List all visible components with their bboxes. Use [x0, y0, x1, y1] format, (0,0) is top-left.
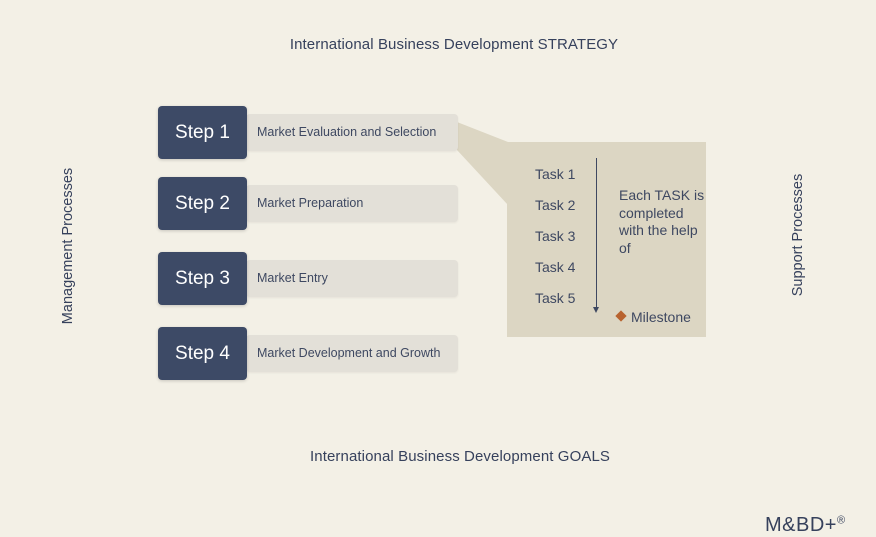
registered-mark: ®	[836, 514, 846, 527]
step-3-button[interactable]: Step 3	[158, 252, 247, 305]
step-3-description: Market Entry	[246, 260, 458, 297]
step-1-button[interactable]: Step 1	[158, 106, 247, 159]
step-2-text: Market Preparation	[257, 196, 364, 210]
task-item: Task 3	[535, 228, 576, 244]
step-row-1[interactable]: Market Evaluation and Selection Step 1	[158, 106, 460, 159]
step-4-button[interactable]: Step 4	[158, 327, 247, 380]
brand-logo: M&BD+®	[765, 514, 846, 537]
task-item: Task 4	[535, 259, 576, 275]
goals-title: International Business Development GOALS	[310, 448, 610, 465]
timeline-arrow-line	[596, 158, 597, 310]
task-description: Each TASK is completed with the help of	[619, 187, 705, 256]
step-3-text: Market Entry	[257, 271, 328, 285]
step-row-4[interactable]: Market Development and Growth Step 4	[158, 327, 460, 380]
task-item: Task 1	[535, 166, 576, 182]
step-4-description: Market Development and Growth	[246, 335, 458, 372]
milestone-diamond-icon	[615, 310, 627, 322]
arrow-down-icon	[593, 307, 599, 313]
task-callout-panel: Task 1 Task 2 Task 3 Task 4 Task 5 Each …	[507, 142, 706, 337]
strategy-title: International Business Development STRAT…	[289, 36, 619, 53]
step-4-text: Market Development and Growth	[257, 346, 441, 360]
task-item: Task 2	[535, 197, 576, 213]
step-row-3[interactable]: Market Entry Step 3	[158, 252, 460, 305]
step-row-2[interactable]: Market Preparation Step 2	[158, 177, 460, 230]
milestone-label: Milestone	[631, 309, 691, 325]
step-1-description: Market Evaluation and Selection	[246, 114, 458, 151]
step-2-description: Market Preparation	[246, 185, 458, 222]
step-1-text: Market Evaluation and Selection	[257, 125, 437, 139]
task-item: Task 5	[535, 290, 576, 306]
step-2-button[interactable]: Step 2	[158, 177, 247, 230]
logo-text: M&BD+	[765, 514, 837, 536]
